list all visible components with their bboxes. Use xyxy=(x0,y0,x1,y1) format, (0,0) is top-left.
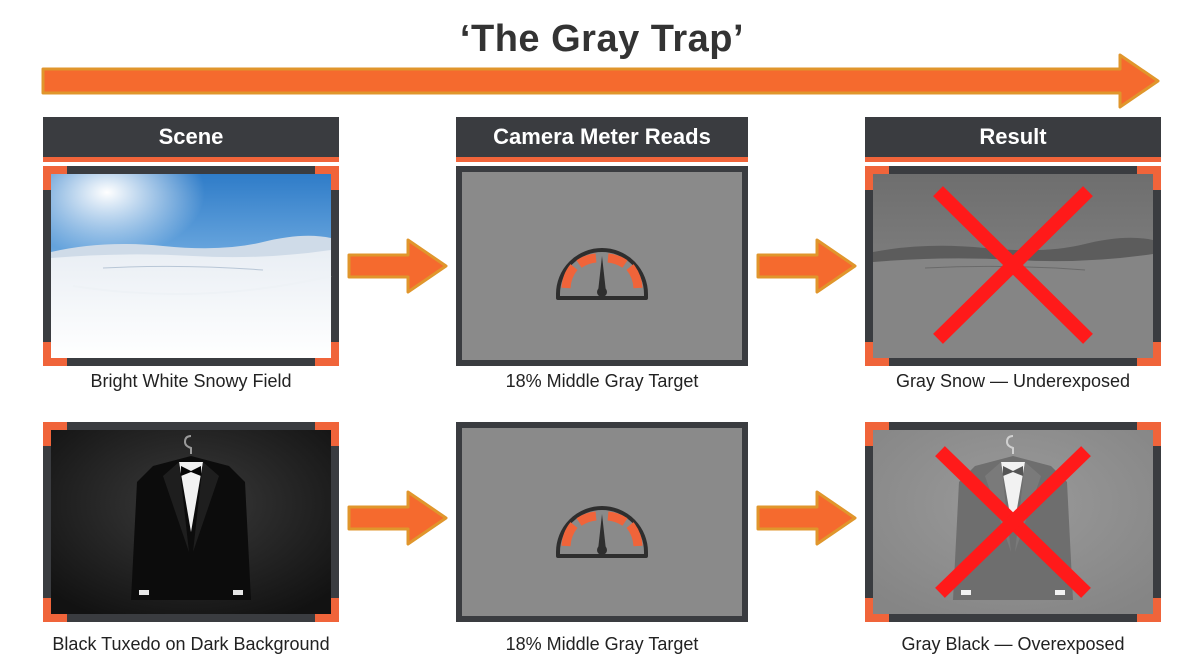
scene-header: Scene xyxy=(43,117,339,162)
meter-panel-row1 xyxy=(456,166,748,366)
meter-panel-row2 xyxy=(456,422,748,622)
scene-caption-row1: Bright White Snowy Field xyxy=(43,371,339,392)
gray-tuxedo-result-image xyxy=(865,422,1161,622)
meter-caption-row2: 18% Middle Gray Target xyxy=(456,634,748,655)
flow-arrow xyxy=(346,488,450,548)
flow-arrow xyxy=(755,488,859,548)
flow-arrow xyxy=(346,236,450,296)
result-header: Result xyxy=(865,117,1161,162)
timeline-arrow xyxy=(40,52,1164,112)
snowy-field-image xyxy=(43,166,339,366)
flow-arrow xyxy=(755,236,859,296)
result-caption-row1: Gray Snow — Underexposed xyxy=(865,371,1161,392)
black-tuxedo-image xyxy=(43,422,339,622)
scene-caption-row2: Black Tuxedo on Dark Background xyxy=(23,634,359,655)
gray-snow-result-image xyxy=(865,166,1161,366)
meter-header: Camera Meter Reads xyxy=(456,117,748,162)
meter-caption-row1: 18% Middle Gray Target xyxy=(456,371,748,392)
result-caption-row2: Gray Black — Overexposed xyxy=(865,634,1161,655)
